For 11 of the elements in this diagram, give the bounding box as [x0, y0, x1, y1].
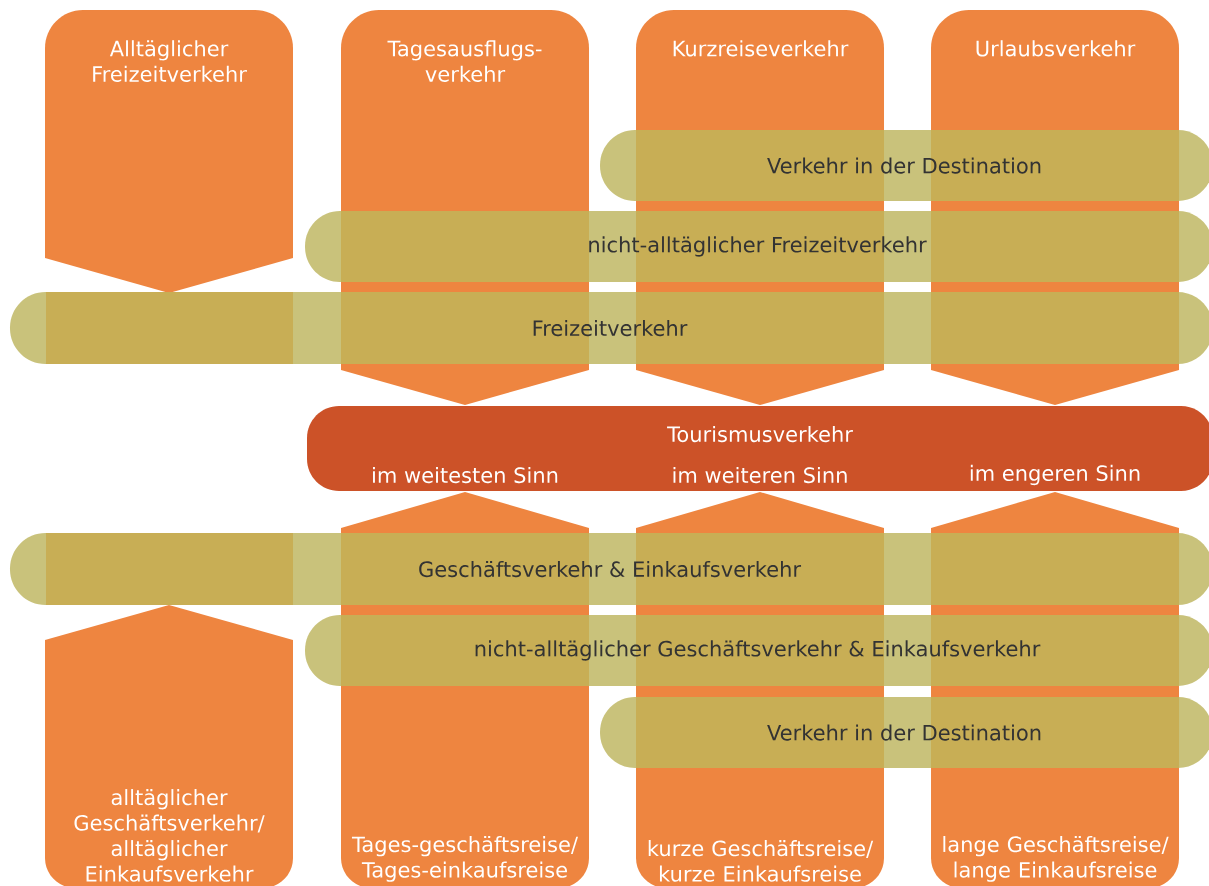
band: Verkehr in der Destination — [600, 697, 1209, 768]
pentagon-box: alltäglicher Geschäftsverkehr/ alltäglicher Einkaufsverkehr — [45, 605, 293, 886]
band: nicht-alltäglicher Freizeitverkehr — [305, 211, 1209, 282]
band: Freizeitverkehr — [10, 292, 1209, 364]
band: nicht-alltäglicher Geschäftsverkehr & Einkaufsverkehr — [305, 615, 1209, 686]
pentagon-box: Alltäglicher Freizeitverkehr — [45, 10, 293, 293]
band: Geschäftsverkehr & Einkaufsverkehr — [10, 533, 1209, 605]
band-label: im weitesten Sinn — [373, 466, 558, 484]
band-label: im engeren Sinn — [970, 464, 1140, 486]
band-label: im weiteren Sinn — [673, 466, 847, 484]
band: Verkehr in der Destination — [600, 130, 1209, 201]
